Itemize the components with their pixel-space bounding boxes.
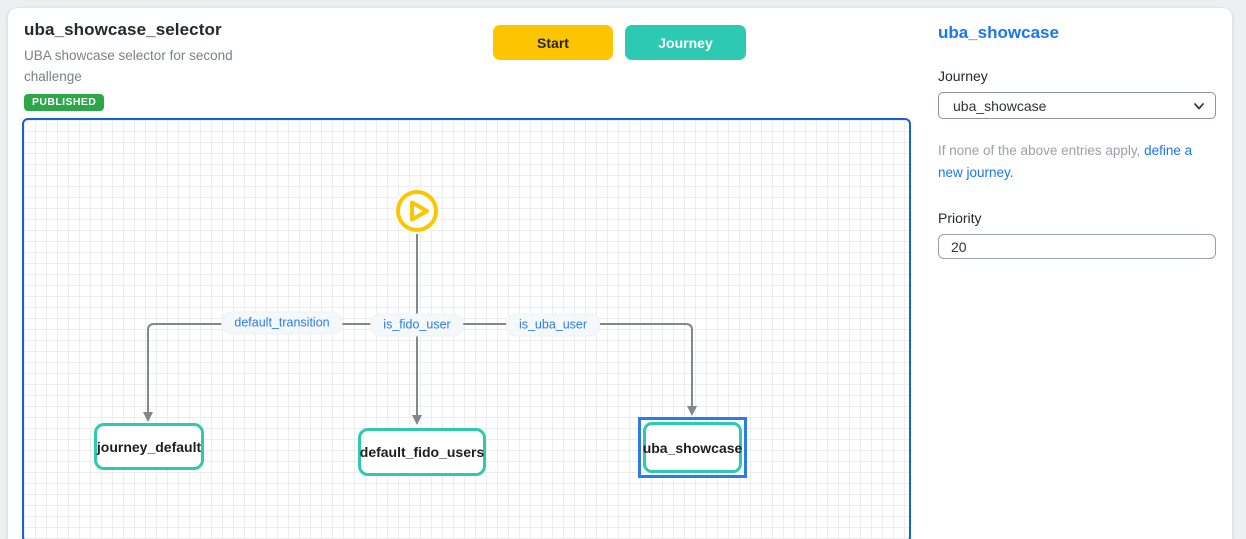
priority-input[interactable] <box>938 234 1216 259</box>
node-properties-panel: uba_showcase Journey uba_showcase If non… <box>930 8 1232 539</box>
node-default-fido-users[interactable]: default_fido_users <box>358 428 486 476</box>
start-button[interactable]: Start <box>493 25 613 60</box>
journey-helper-text: If none of the above entries apply, defi… <box>938 140 1216 184</box>
node-uba-showcase[interactable]: uba_showcase <box>643 422 742 473</box>
main-card: uba_showcase_selector UBA showcase selec… <box>8 8 1232 539</box>
page-title: uba_showcase_selector <box>24 20 222 39</box>
flow-edges-svg <box>143 233 697 425</box>
status-badge: PUBLISHED <box>24 94 105 111</box>
page-subtitle: UBA showcase selector for second challen… <box>24 48 233 84</box>
flow-canvas[interactable]: default_transition is_fido_user is_uba_u… <box>22 118 911 539</box>
node-journey-default[interactable]: journey_default <box>94 423 204 470</box>
define-new-journey-link[interactable]: define a new journey. <box>938 143 1193 180</box>
journey-select[interactable]: uba_showcase <box>938 92 1216 119</box>
edge-label-is-fido-user[interactable]: is_fido_user <box>370 313 464 337</box>
panel-title: uba_showcase <box>938 23 1059 42</box>
journey-button[interactable]: Journey <box>625 25 746 60</box>
flow-header: uba_showcase_selector UBA showcase selec… <box>24 20 324 111</box>
chevron-down-icon <box>1194 102 1204 109</box>
priority-field-label: Priority <box>938 210 982 226</box>
start-node[interactable] <box>394 188 440 234</box>
node-uba-showcase-selection[interactable]: uba_showcase <box>638 417 747 478</box>
edge-label-is-uba-user[interactable]: is_uba_user <box>505 313 601 337</box>
edge-label-default-transition[interactable]: default_transition <box>221 311 343 335</box>
journey-field-label: Journey <box>938 68 988 84</box>
play-icon <box>396 190 438 232</box>
journey-select-value: uba_showcase <box>953 97 1047 114</box>
helper-text-prefix: If none of the above entries apply, <box>938 143 1145 158</box>
